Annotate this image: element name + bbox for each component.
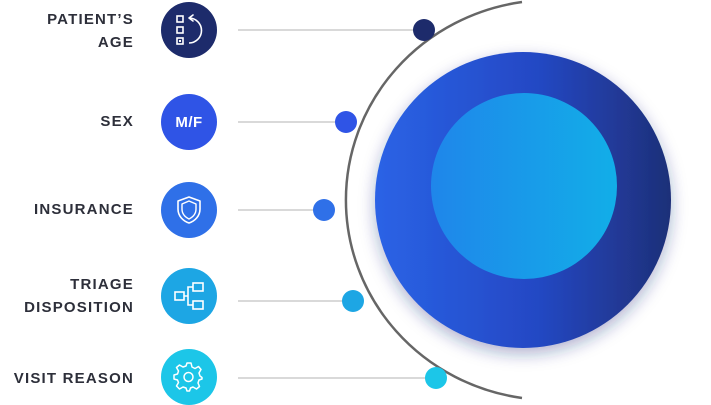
inner-center-circle xyxy=(431,93,617,279)
label-triage-line-2: DISPOSITION xyxy=(24,299,134,316)
icon-circle-visit xyxy=(161,349,217,405)
label-visit-reason: VISIT REASON xyxy=(0,367,134,390)
label-sex-line-1: SEX xyxy=(100,113,134,130)
mf-text-icon: M/F xyxy=(175,113,203,131)
arc-dot-age xyxy=(413,19,435,41)
label-patients-age-line-2: AGE xyxy=(97,34,134,51)
label-triage-line-1: TRIAGE xyxy=(70,276,134,293)
gear-icon xyxy=(173,362,203,392)
icon-circle-triage xyxy=(161,268,217,324)
icon-circle-sex: M/F xyxy=(161,94,217,150)
arc-dot-sex xyxy=(335,111,357,133)
flowchart-icon xyxy=(174,282,204,310)
outer-arc xyxy=(344,0,523,400)
icon-circle-age xyxy=(161,2,217,58)
arc-dot-triage xyxy=(342,290,364,312)
arc-dot-insurance xyxy=(313,199,335,221)
label-triage-disposition: TRIAGE DISPOSITION xyxy=(0,273,134,319)
label-patients-age: PATIENT’S AGE xyxy=(0,8,134,54)
icon-circle-insurance xyxy=(161,182,217,238)
arc-dot-visit xyxy=(425,367,447,389)
label-visit-line-1: VISIT REASON xyxy=(13,370,134,387)
shield-icon xyxy=(177,196,201,224)
label-sex: SEX xyxy=(0,110,134,133)
label-patients-age-line-1: PATIENT’S xyxy=(47,11,134,28)
checklist-cycle-icon xyxy=(176,14,203,45)
label-insurance-line-1: INSURANCE xyxy=(34,201,134,218)
label-insurance: INSURANCE xyxy=(0,198,134,221)
